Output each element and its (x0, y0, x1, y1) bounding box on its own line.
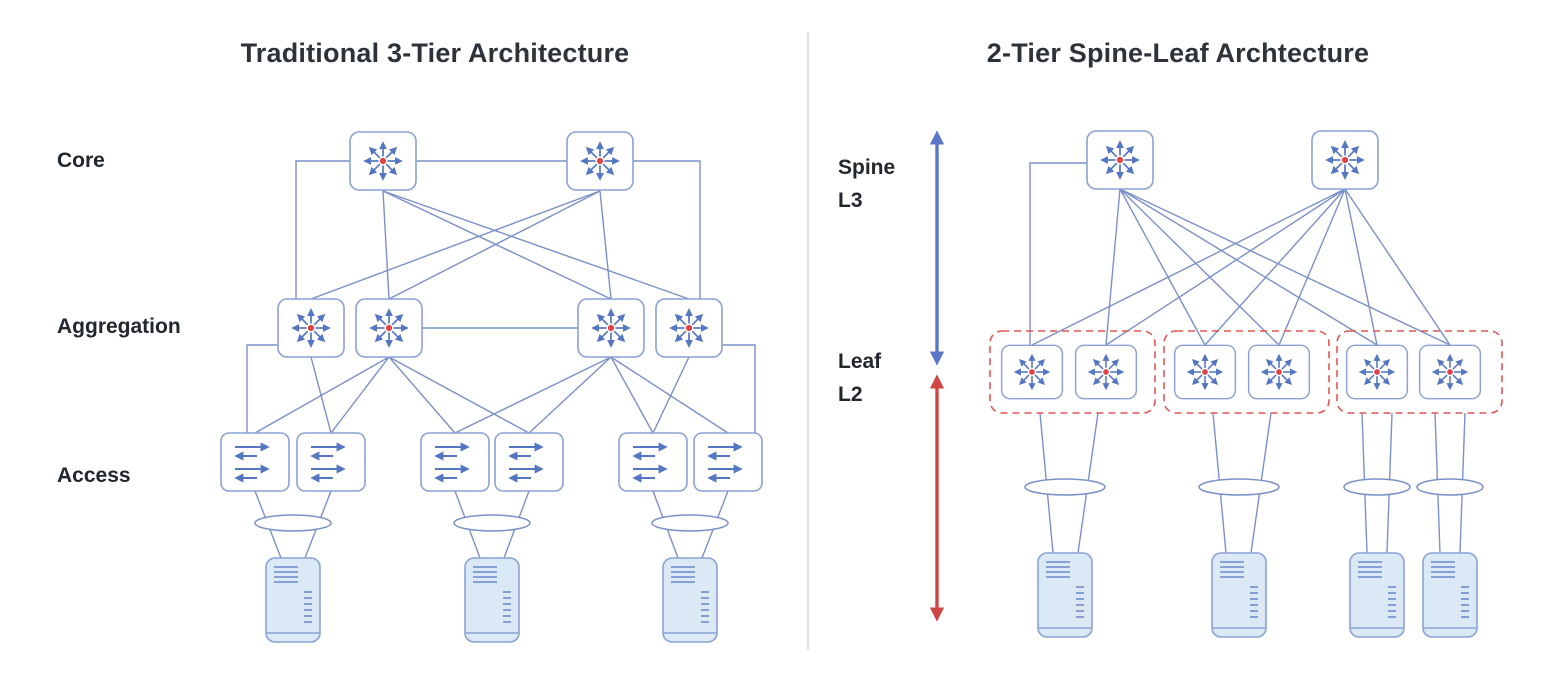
link-aggregation-ellipse (1416, 478, 1484, 496)
link-aggregation-ellipse (1024, 478, 1106, 496)
aggregation-switch-icon (656, 299, 722, 357)
leaf-switch-icon (1249, 345, 1310, 398)
leaf-switch-icon (1347, 345, 1408, 398)
access-switch-icon (694, 433, 762, 491)
aggregation-switch-icon (278, 299, 344, 357)
tier-label-access: Access (57, 464, 131, 487)
leaf-switch-icon (1002, 345, 1063, 398)
spine-label: Spine (838, 156, 896, 179)
server-icon (1037, 552, 1093, 638)
spine-switch-icon (1087, 131, 1153, 189)
core-to-aggregation-links (295, 160, 701, 300)
server-icon (1349, 552, 1405, 638)
spine-leaf-diagram (929, 131, 1503, 638)
leaf-label: Leaf (838, 350, 882, 373)
spine-layer-label: L3 (838, 189, 863, 212)
spine-to-leaf-links (1029, 162, 1451, 346)
link-aggregation-ellipse (651, 514, 729, 532)
access-switch-icon (495, 433, 563, 491)
server-icon (265, 557, 321, 643)
three-tier-diagram (221, 132, 762, 643)
link-aggregation-ellipse (1198, 478, 1280, 496)
tier-label-core: Core (57, 149, 105, 172)
leaf-switch-icon (1420, 345, 1481, 398)
leaf-pair-groups (989, 330, 1503, 414)
access-switch-icon (221, 433, 289, 491)
leaf-pair-group-box (1163, 330, 1330, 414)
link-aggregation-ellipse (453, 514, 531, 532)
access-switch-icon (421, 433, 489, 491)
access-switch-icon (619, 433, 687, 491)
link-aggregation-ellipses (1024, 478, 1484, 496)
core-switch-icon (350, 132, 416, 190)
leaf-switch-icon (1076, 345, 1137, 398)
leaf-pair-group-box (989, 330, 1156, 414)
tier-label-aggregation: Aggregation (57, 315, 181, 338)
leaf-layer-label: L2 (838, 383, 863, 406)
server-icon (1211, 552, 1267, 638)
aggregation-switch-icon (356, 299, 422, 357)
aggregation-to-access-links (246, 344, 756, 434)
spine-switch-icon (1312, 131, 1378, 189)
server-icon (464, 557, 520, 643)
left-panel-title: Traditional 3-Tier Architecture (240, 38, 630, 68)
link-aggregation-ellipse (1343, 478, 1411, 496)
access-switch-icon (297, 433, 365, 491)
leaf-pair-group-box (1336, 330, 1503, 414)
server-icon (662, 557, 718, 643)
aggregation-switch-icon (578, 299, 644, 357)
right-panel-title: 2-Tier Spine-Leaf Archtecture (986, 38, 1370, 68)
link-aggregation-ellipses (254, 514, 729, 532)
core-switch-icon (567, 132, 633, 190)
leaf-switch-icon (1175, 345, 1236, 398)
link-aggregation-ellipse (254, 514, 332, 532)
server-icon (1422, 552, 1478, 638)
